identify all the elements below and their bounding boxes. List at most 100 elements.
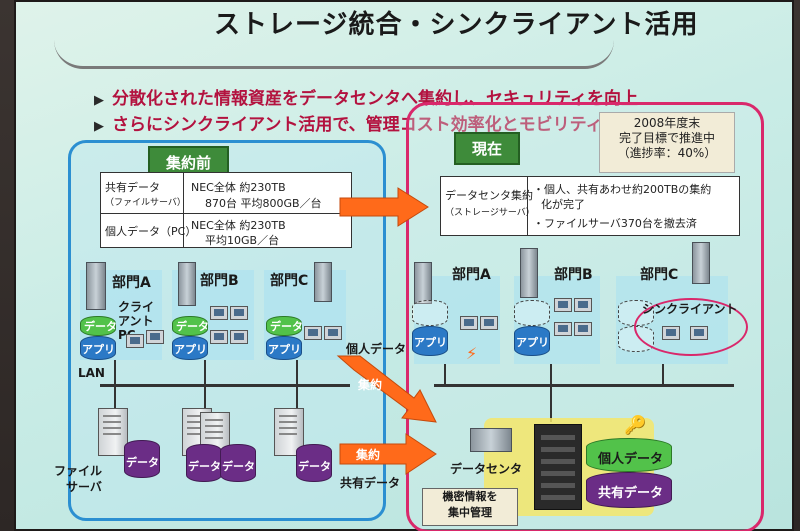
bullet-2: ▶ さらにシンクライアント活用で、管理コスト効率化とモビリティ向上を実現 (94, 110, 688, 135)
triangle-bullet-icon: ▶ (94, 93, 104, 108)
data-cylinder-icon (124, 440, 160, 478)
file-server-label-1: ファイル (54, 464, 103, 478)
app-cylinder-icon (172, 336, 208, 360)
building-icon (692, 242, 710, 284)
rack-slot (541, 459, 575, 464)
pc-icon (210, 330, 228, 344)
pc-icon (574, 298, 592, 312)
pc-icon (574, 322, 592, 336)
thin-client-icon (662, 326, 680, 340)
pc-icon (210, 306, 228, 320)
before-row1-label-2: （ファイルサーバ） (105, 198, 186, 208)
lan-label: LAN (78, 366, 105, 380)
presentation-slide: ストレージ統合・シンクライアント活用 ▶分散化された情報資産をデータセンタへ集約… (14, 0, 794, 531)
data-cylinder-icon (296, 444, 332, 482)
now-tag: 現在 (454, 132, 521, 165)
rack-slot (541, 447, 575, 452)
empty-data-slot (412, 300, 448, 326)
status-line-3: （進捗率：40%） (617, 146, 717, 160)
lan-link (296, 360, 298, 386)
app-label: アプリ (174, 343, 207, 356)
before-row1-value-2: 870台 平均800GB／台 (205, 197, 322, 210)
file-server-icon (98, 408, 128, 456)
laptop-icon (480, 316, 498, 330)
pc-icon (230, 330, 248, 344)
before-row2-label: 個人データ（PC） (105, 225, 197, 238)
shared-data-cylinder-icon (586, 472, 672, 508)
laptop-icon (460, 316, 478, 330)
empty-data-slot (514, 300, 550, 326)
pc-icon (554, 322, 572, 336)
personal-data-cylinder-icon (586, 438, 672, 472)
before-row1-value-1: NEC全体 約230TB (191, 181, 286, 194)
shared-data-arrow-icon (339, 433, 437, 475)
app-cylinder-icon (412, 326, 448, 356)
data-label: データ (188, 460, 221, 473)
arrow-consolidate-label-2: 集約 (356, 448, 381, 462)
lan-link (550, 364, 552, 386)
bullet-2-text: さらにシンクライアント活用で、管理コスト効率化とモビリティ向上を実現 (112, 115, 688, 135)
data-label: データ (126, 456, 159, 469)
lan-line (434, 384, 734, 387)
title-underline (54, 40, 614, 69)
thin-client-highlight (634, 298, 748, 356)
rack-slot (541, 495, 575, 500)
rack-slot (541, 435, 575, 440)
personal-data-arrow-label: 個人データ (346, 342, 407, 356)
shared-data-label: 共有データ (598, 486, 664, 501)
now-label-2: （ストレージサーバ） (445, 208, 535, 218)
arrow-consolidate-label-1: 集約 (358, 378, 383, 392)
lan-link (550, 386, 552, 422)
before-row1-label-1: 共有データ (105, 181, 160, 194)
status-box: 2008年度末 完了目標で推進中 （進捗率：40%） (599, 112, 735, 173)
note-line-2: 集中管理 (448, 506, 492, 519)
lan-line (100, 384, 350, 387)
lan-link (662, 364, 664, 386)
app-cylinder-icon (80, 336, 116, 360)
building-icon (178, 262, 196, 306)
data-label: データ (270, 320, 303, 333)
lan-link (204, 360, 206, 386)
now-item1-line2: 化が完了 (541, 198, 585, 211)
now-dept-a-label: 部門A (452, 267, 491, 283)
data-label: データ (222, 460, 255, 473)
pc-icon (230, 306, 248, 320)
app-label: アプリ (414, 336, 447, 349)
triangle-bullet-icon: ▶ (94, 119, 104, 134)
now-item1-line1: ・個人、共有あわせ約200TBの集約 (533, 183, 712, 196)
personal-data-label: 個人データ (598, 452, 664, 467)
before-row2-value-1: NEC全体 約230TB (191, 219, 286, 232)
pc-icon (126, 334, 144, 348)
data-cylinder-icon (172, 316, 208, 336)
before-table: 共有データ （ファイルサーバ） NEC全体 約230TB 870台 平均800G… (100, 172, 352, 248)
table-divider (183, 173, 184, 247)
app-label: アプリ (82, 343, 115, 356)
building-icon (520, 248, 538, 298)
data-cylinder-icon (80, 316, 116, 336)
before-dept-b-label: 部門B (200, 273, 239, 289)
now-label-1: データセンタ集約 (445, 189, 533, 202)
lan-link (204, 386, 206, 408)
thin-client-icon (690, 326, 708, 340)
lan-link (296, 386, 298, 408)
app-label: アプリ (516, 336, 549, 349)
before-to-now-arrow-icon (339, 187, 429, 227)
now-dept-b-label: 部門B (554, 267, 593, 283)
data-label: データ (84, 320, 117, 333)
building-icon (86, 262, 106, 310)
pc-icon (554, 298, 572, 312)
slide-title: ストレージ統合・シンクライアント活用 (214, 10, 699, 40)
pc-icon (324, 326, 342, 340)
lan-link (444, 364, 446, 386)
before-row2-value-2: 平均10GB／台 (205, 234, 280, 247)
key-icon: 🔑 (624, 415, 647, 436)
rack-slot (541, 483, 575, 488)
lan-link (114, 360, 116, 386)
now-table: データセンタ集約 （ストレージサーバ） ・個人、共有あわせ約200TBの集約 化… (440, 176, 740, 236)
app-label: アプリ (268, 343, 301, 356)
note-line-1: 機密情報を (442, 490, 498, 503)
before-dept-a-label: 部門A (112, 275, 151, 291)
data-label: データ (176, 320, 209, 333)
building-icon (414, 262, 432, 304)
